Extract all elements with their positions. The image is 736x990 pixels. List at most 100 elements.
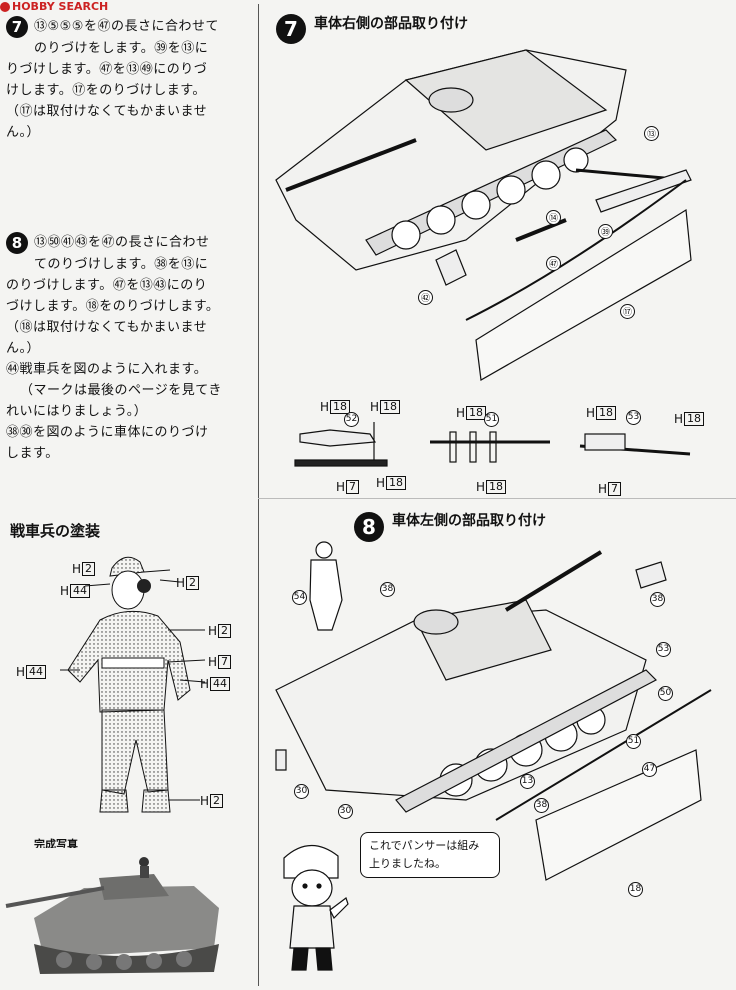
- step7-part-14: ⑭: [546, 206, 561, 225]
- step7-part-47: ㊼: [546, 252, 561, 271]
- part-number: 50: [658, 685, 673, 701]
- right-step7-header: 7 車体右側の部品取り付け: [276, 14, 468, 44]
- left-step8: 8 ⑬㊿㊶㊸を㊼の長さに合わせ てのりづけします。㊳を⑬に のりづけします。㊼を…: [6, 232, 251, 464]
- label-prefix: H: [208, 624, 218, 638]
- step7-assembly-illustration: [275, 49, 692, 381]
- step7-line: ん。）: [6, 125, 41, 140]
- step8-line: （⑱は取付けなくてもかまいませ: [6, 320, 208, 335]
- step8-line: します。: [6, 446, 59, 461]
- label-code: 7: [346, 480, 360, 494]
- step7-line: けします。⑰をのりづけします。: [6, 83, 206, 98]
- detail-part-51: 51: [484, 406, 499, 427]
- step7-part-39: ㊴: [598, 220, 613, 239]
- label-prefix: H: [60, 584, 70, 598]
- right-step8-header: 8 車体左側の部品取り付け: [354, 512, 546, 542]
- section-divider: [258, 498, 736, 499]
- label-prefix: H: [456, 406, 466, 420]
- step7-line: （⑰は取付けなくてもかまいませ: [6, 104, 208, 119]
- label-code: 7: [608, 482, 622, 496]
- step7-line: ⑬⑤⑤⑤を㊼の長さに合わせて: [34, 19, 219, 34]
- part-number: 38: [380, 581, 395, 597]
- label-prefix: H: [586, 406, 596, 420]
- label-code: 7: [218, 655, 232, 669]
- label-code: 2: [186, 576, 200, 590]
- step8-part-30a: 30: [294, 778, 309, 799]
- watermark-logo-icon: [0, 1, 10, 12]
- label-prefix: H: [200, 677, 210, 691]
- step7-instructions: ⑬⑤⑤⑤を㊼の長さに合わせて: [34, 16, 219, 38]
- step8-line: れいにはりましょう。）: [6, 404, 148, 419]
- speech-bubble: これでパンサーは組み 上りましたね。: [360, 832, 500, 878]
- part-number: ⑭: [546, 210, 561, 225]
- part-number: 18: [628, 881, 643, 897]
- part-number: 53: [626, 409, 641, 425]
- part-number: 53: [656, 641, 671, 657]
- step8-part-30b: 30: [338, 798, 353, 819]
- part-number: 54: [292, 589, 307, 605]
- part-number: ㊼: [546, 256, 561, 271]
- step8-line: ㊳㉚を図のように車体にのりづけ: [6, 425, 209, 440]
- label-code: 18: [386, 476, 407, 490]
- step8-instructions-cont: てのりづけします。㊳を⑬に のりづけします。㊼を⑬㊸にのり づけします。⑱をのり…: [6, 254, 251, 464]
- step8-part-51: 51: [626, 728, 641, 749]
- label-prefix: H: [176, 576, 186, 590]
- step8-part-38b: 38: [650, 586, 665, 607]
- part-number: 30: [294, 783, 309, 799]
- step8-line: ん。）: [6, 341, 41, 356]
- label-prefix: H: [208, 655, 218, 669]
- step8-part-54: 54: [292, 584, 307, 605]
- label-prefix: H: [320, 400, 330, 414]
- step8-line: づけします。⑱をのりづけします。: [6, 299, 220, 314]
- part-number: ⑰: [620, 304, 635, 319]
- step8-number-badge: 8: [6, 232, 28, 254]
- step7-part-17: ⑰: [620, 300, 635, 319]
- step8-line: のりづけします。㊼を⑬㊸にのり: [6, 278, 208, 293]
- right-step8-title: 車体左側の部品取り付け: [392, 513, 546, 529]
- label-prefix: H: [476, 480, 486, 494]
- step8-part-50: 50: [658, 680, 673, 701]
- label-code: 18: [486, 480, 507, 494]
- right-step7-title: 車体右側の部品取り付け: [314, 16, 468, 32]
- label-prefix: H: [370, 400, 380, 414]
- label-code: 44: [210, 677, 231, 691]
- part-number: ㊷: [418, 290, 433, 305]
- label-code: 44: [26, 665, 47, 679]
- step8-part-38a: 38: [380, 576, 395, 597]
- label-prefix: H: [16, 665, 26, 679]
- part-number: 13: [520, 773, 535, 789]
- detail-part-53: 53: [626, 404, 641, 425]
- label-code: 2: [210, 794, 224, 808]
- label-code: 18: [596, 406, 617, 420]
- label-prefix: H: [200, 794, 210, 808]
- detail-part-52: 52: [344, 406, 359, 427]
- part-number: 38: [534, 797, 549, 813]
- completed-tank-photo: [4, 848, 234, 982]
- watermark: HOBBY SEARCH: [0, 0, 108, 13]
- part-number: 51: [484, 411, 499, 427]
- part-number: 30: [338, 803, 353, 819]
- part-number: 52: [344, 411, 359, 427]
- step7-number-badge: 7: [6, 16, 28, 38]
- step8-line: （マークは最後のページを見てき: [20, 383, 222, 398]
- step8-part-18: 18: [628, 876, 643, 897]
- part-number: 51: [626, 733, 641, 749]
- step7-part-13: ⑬: [644, 122, 659, 141]
- step8-part-38c: 38: [534, 792, 549, 813]
- step7-instructions-cont: のりづけをします。㊴を⑬に りづけします。㊼を⑬㊾にのりづ けします。⑰をのりづ…: [6, 38, 251, 143]
- mascot-illustration: [283, 844, 349, 971]
- step8-instructions: ⑬㊿㊶㊸を㊼の長さに合わせ: [34, 232, 210, 254]
